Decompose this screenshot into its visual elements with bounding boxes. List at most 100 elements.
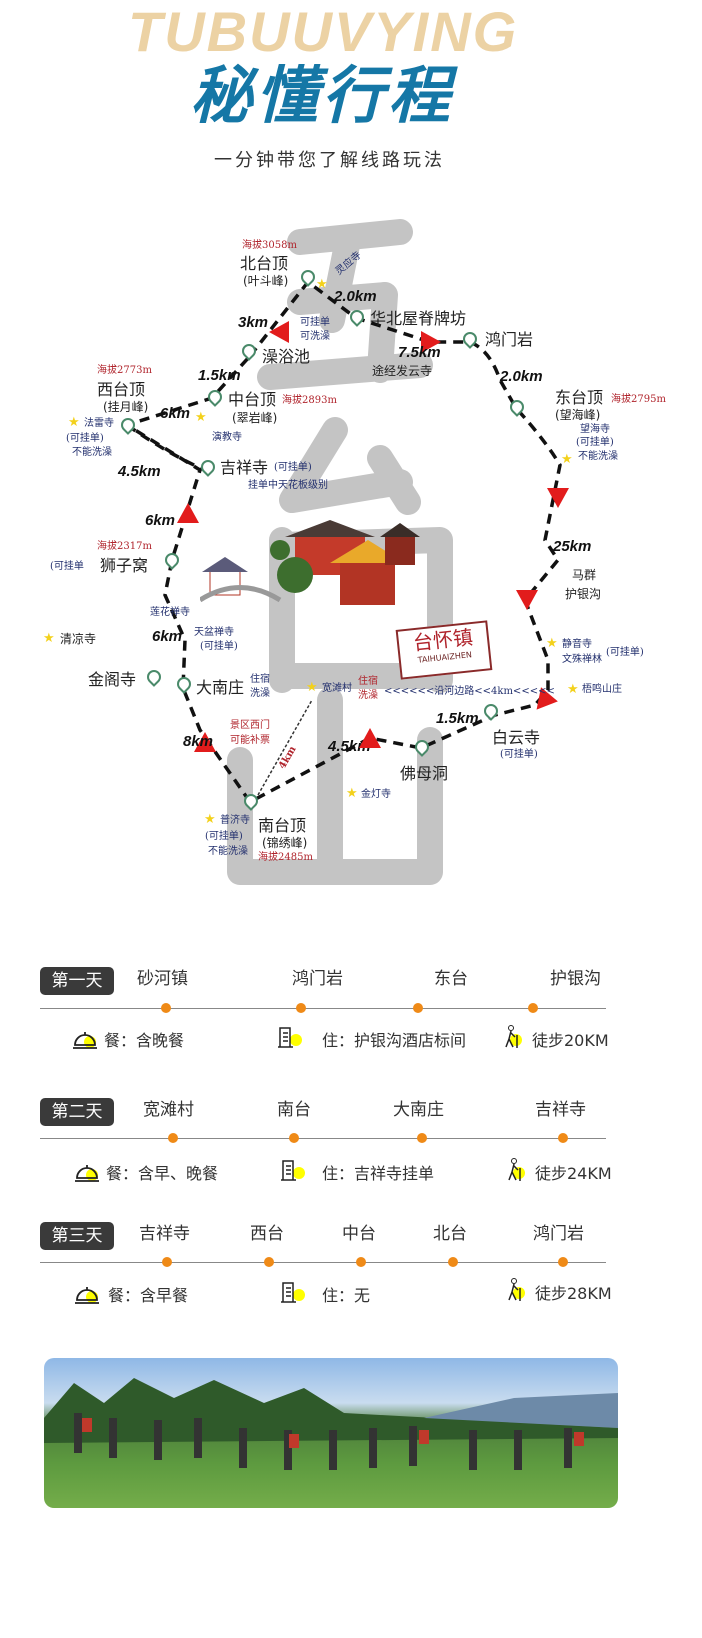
zhongtai-name: 中台顶 bbox=[228, 390, 277, 409]
hiker-icon bbox=[501, 1025, 527, 1049]
stay-info: 住：吉祥寺挂单 bbox=[322, 1164, 435, 1183]
shiziwo-alt: 海拔2317m bbox=[97, 541, 152, 552]
timeline-dot bbox=[161, 1003, 171, 1013]
day-tag: 第二天 bbox=[40, 1098, 114, 1126]
river-arrow-path bbox=[257, 699, 313, 796]
timeline-dot bbox=[413, 1003, 423, 1013]
jingyin-2: 文殊禅林 bbox=[562, 654, 602, 665]
zaoyu-name: 澡浴池 bbox=[262, 347, 311, 366]
stop: 中台 bbox=[342, 1224, 376, 1244]
dist-label: 25km bbox=[553, 538, 592, 555]
dist-label: 7.5km bbox=[398, 344, 441, 361]
building-icon bbox=[280, 1280, 306, 1304]
calligraphy-wutaishan bbox=[227, 219, 453, 885]
direction-arrow-icon bbox=[516, 590, 538, 610]
dist-label: 1.5km bbox=[436, 710, 479, 727]
dist-label: 6km bbox=[160, 405, 191, 422]
star-icon: ★ bbox=[561, 452, 573, 467]
dist-label: 1.5km bbox=[198, 367, 241, 384]
timeline-dot bbox=[448, 1257, 458, 1267]
shiziwo-name: 狮子窝 bbox=[100, 556, 149, 575]
star-icon: ★ bbox=[204, 812, 216, 827]
star-icon: ★ bbox=[306, 680, 318, 695]
stop: 北台 bbox=[433, 1224, 467, 1244]
calligraphy-tai bbox=[269, 417, 453, 693]
direction-arrow-icon bbox=[269, 321, 289, 343]
zhongtai-alt: 海拔2893m bbox=[282, 395, 337, 406]
hongmen-label: 鸿门岩 bbox=[485, 330, 534, 349]
stop: 砂河镇 bbox=[137, 969, 188, 989]
xitai-temple: 法雷寺 bbox=[84, 418, 114, 429]
xitai-note2: 不能洗澡 bbox=[72, 447, 112, 458]
dist-label: 6km bbox=[152, 628, 183, 645]
dist-label: 6km bbox=[145, 512, 176, 529]
tianpen-note: (可挂单) bbox=[200, 641, 238, 652]
day-tag: 第一天 bbox=[40, 967, 114, 995]
jingyin-note: (可挂单) bbox=[606, 647, 644, 658]
star-icon: ★ bbox=[346, 786, 358, 801]
kuantan-note1: 住宿 bbox=[358, 676, 378, 687]
dist-label: 2.0km bbox=[334, 288, 377, 305]
westgate-2: 可能补票 bbox=[230, 735, 270, 746]
page-title: 秘懂行程 bbox=[190, 62, 455, 131]
qingliang-label: 清凉寺 bbox=[60, 632, 97, 646]
stop: 吉祥寺 bbox=[535, 1100, 586, 1120]
direction-arrow-icon bbox=[177, 503, 199, 523]
jixiang-name: 吉祥寺 bbox=[220, 458, 269, 477]
meal-info: 餐：含早、晚餐 bbox=[106, 1164, 219, 1183]
jixiang-note: (可挂单) bbox=[274, 462, 312, 473]
star-icon: ★ bbox=[546, 636, 558, 651]
dongtai-alt: 海拔2795m bbox=[611, 394, 666, 405]
stay-info: 住：无 bbox=[322, 1286, 371, 1305]
beitai-alt: 海拔3058m bbox=[242, 240, 297, 251]
bell-icon bbox=[74, 1282, 100, 1306]
westgate-1: 景区西门 bbox=[230, 720, 270, 731]
day-tag: 第三天 bbox=[40, 1222, 114, 1250]
temple-illustration bbox=[200, 520, 420, 605]
star-icon: ★ bbox=[567, 682, 579, 697]
stop: 南台 bbox=[277, 1100, 311, 1120]
huyingou-2: 护银沟 bbox=[565, 587, 602, 601]
page-subtitle: 一分钟带您了解线路玩法 bbox=[214, 150, 445, 171]
hikers-photo bbox=[44, 1358, 618, 1508]
header-bg-word: TUBUUVYING bbox=[128, 0, 519, 63]
stop: 宽滩村 bbox=[143, 1100, 194, 1120]
calligraphy-wu bbox=[257, 219, 433, 390]
via-fayun: 途经发云寺 bbox=[372, 364, 433, 378]
dongtai-note1: (可挂单) bbox=[576, 437, 614, 448]
nantai-note1: (可挂单) bbox=[205, 831, 243, 842]
timeline-dot bbox=[162, 1257, 172, 1267]
direction-arrow-icon bbox=[547, 488, 569, 508]
zhongtai-alias: (翠岩峰) bbox=[232, 411, 278, 425]
baiyun-note: (可挂单) bbox=[500, 749, 538, 760]
xitai-name: 西台顶 bbox=[97, 380, 146, 399]
jixiang-desc: 挂单中天花板级别 bbox=[248, 480, 328, 491]
hike-info: 徒步20KM bbox=[532, 1031, 609, 1050]
timeline-dot bbox=[528, 1003, 538, 1013]
direction-arrow-icon bbox=[194, 732, 216, 752]
dist-label: 4.5km bbox=[118, 463, 161, 480]
xitai-alt: 海拔2773m bbox=[97, 365, 152, 376]
hike-info: 徒步28KM bbox=[535, 1284, 612, 1303]
stop: 吉祥寺 bbox=[139, 1224, 190, 1244]
danan-name: 大南庄 bbox=[196, 678, 245, 697]
fomu-label: 佛母洞 bbox=[400, 764, 449, 783]
meal-info: 餐：含晚餐 bbox=[104, 1031, 185, 1050]
kuantan-name: 宽滩村 bbox=[322, 683, 352, 694]
calligraphy-shan bbox=[227, 687, 443, 885]
star-icon: ★ bbox=[316, 277, 328, 292]
meal-info: 餐：含早餐 bbox=[108, 1286, 189, 1305]
route-map-lines bbox=[122, 279, 562, 805]
danan-note2: 洗澡 bbox=[250, 688, 270, 699]
dist-label: 3km bbox=[238, 314, 269, 331]
hiker-icon bbox=[504, 1278, 530, 1302]
lianhua-label: 莲花禅寺 bbox=[150, 607, 190, 618]
stay-info: 住：护银沟酒店标间 bbox=[322, 1031, 467, 1050]
star-icon: ★ bbox=[68, 415, 80, 430]
river-road-label: <<<<<<沿河边路<<4km<<<<< bbox=[384, 686, 555, 697]
stop: 大南庄 bbox=[393, 1100, 444, 1120]
dongtai-temple: 望海寺 bbox=[580, 424, 610, 435]
stop: 鸿门岩 bbox=[533, 1224, 584, 1244]
wuming-label: 梧鸣山庄 bbox=[582, 684, 622, 695]
danan-note1: 住宿 bbox=[250, 674, 270, 685]
